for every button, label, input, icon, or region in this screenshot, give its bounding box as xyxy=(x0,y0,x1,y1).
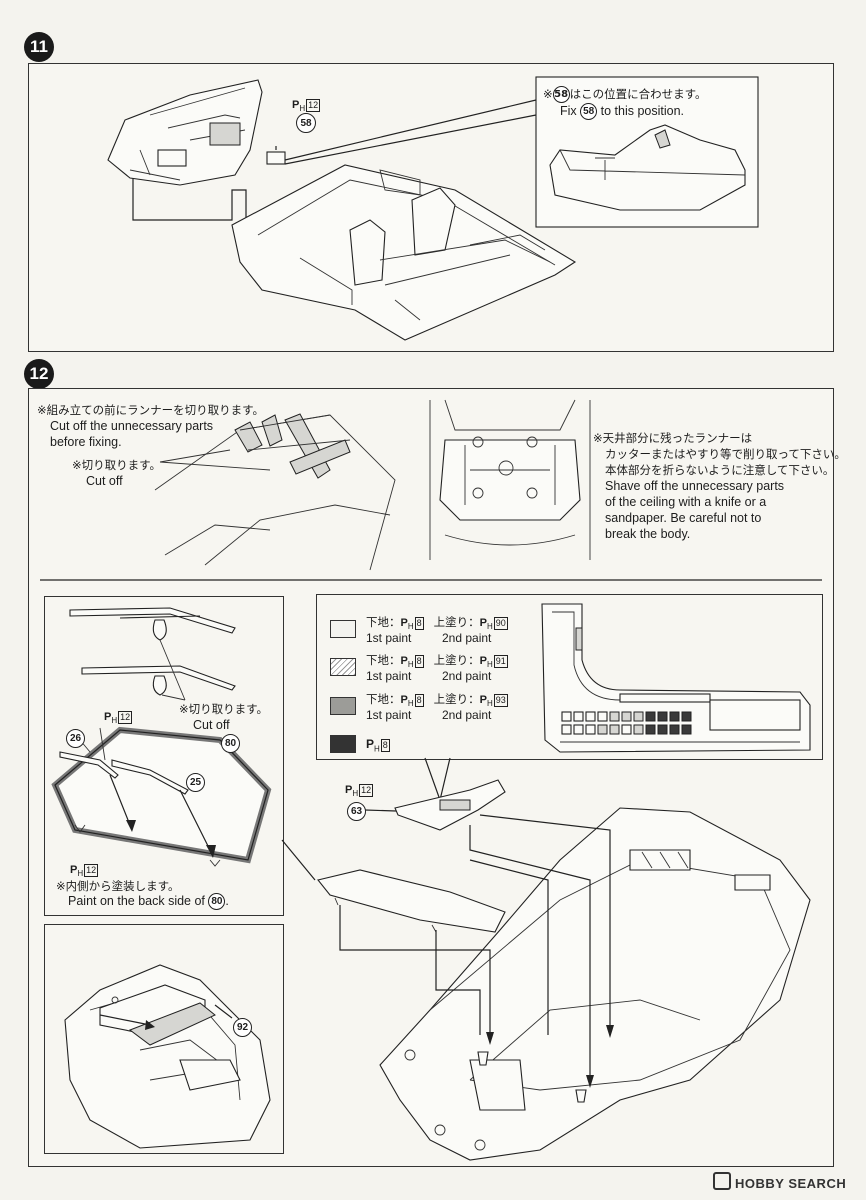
note-runner-en-2: before fixing. xyxy=(50,435,122,449)
part-80: 80 xyxy=(221,734,240,753)
part-26: 26 xyxy=(66,729,85,748)
note-runner-en-1: Cut off the unnecessary parts xyxy=(50,419,214,433)
wiper-note-cutoff-en: Cut off xyxy=(193,718,230,732)
part-63: 63 xyxy=(347,802,366,821)
step11-callout-en: Fix 58 to this position. xyxy=(560,103,684,121)
console-button-grid xyxy=(561,711,692,735)
note-ceiling-en-3: sandpaper. Be careful not to xyxy=(605,511,762,525)
legend-row-2-en2: 2nd paint xyxy=(442,669,492,683)
hobby-search-watermark: HOBBY SEARCH xyxy=(713,1172,846,1191)
note-ceiling-jp-3: 本体部分を折らないように注意して下さい。 xyxy=(605,463,835,477)
step-number-11: 11 xyxy=(24,32,54,62)
legend-swatch-3 xyxy=(330,697,356,715)
note-ceiling-en-2: of the ceiling with a knife or a xyxy=(605,495,767,509)
wiper-note-inside-jp: ※内側から塗装します。 xyxy=(56,879,180,893)
legend-swatch-4 xyxy=(330,735,356,753)
note-ceiling-jp-2: カッターまたはやすり等で削り取って下さい。 xyxy=(605,447,846,461)
note-ceiling-jp-1: ※天井部分に残ったランナーは xyxy=(593,431,753,445)
legend-row-3-en1: 1st paint xyxy=(366,708,412,722)
legend-row-1-en2: 2nd paint xyxy=(442,631,492,645)
legend-swatch-1 xyxy=(330,620,356,638)
step11-part-58: 58 xyxy=(296,113,316,133)
note-runner-jp: ※組み立ての前にランナーを切り取ります。 xyxy=(37,403,264,417)
part-92: 92 xyxy=(233,1018,252,1037)
note-ceiling-en-4: break the body. xyxy=(605,527,691,541)
legend-swatch-2 xyxy=(330,658,356,676)
wiper-note-inside-en: Paint on the back side of 80. xyxy=(68,893,229,911)
legend-row-1-en1: 1st paint xyxy=(366,631,412,645)
hobby-search-logo-icon xyxy=(713,1172,731,1190)
part-25: 25 xyxy=(186,773,205,792)
legend-row-3-en2: 2nd paint xyxy=(442,708,492,722)
wiper-note-cutoff-jp: ※切り取ります。 xyxy=(179,702,268,716)
note-ceiling-en-1: Shave off the unnecessary parts xyxy=(605,479,785,493)
note-cutoff-1-en: Cut off xyxy=(86,474,123,488)
legend-row-2-en1: 1st paint xyxy=(366,669,412,683)
step-number-12: 12 xyxy=(24,359,54,389)
note-cutoff-1-jp: ※切り取ります。 xyxy=(72,458,161,472)
